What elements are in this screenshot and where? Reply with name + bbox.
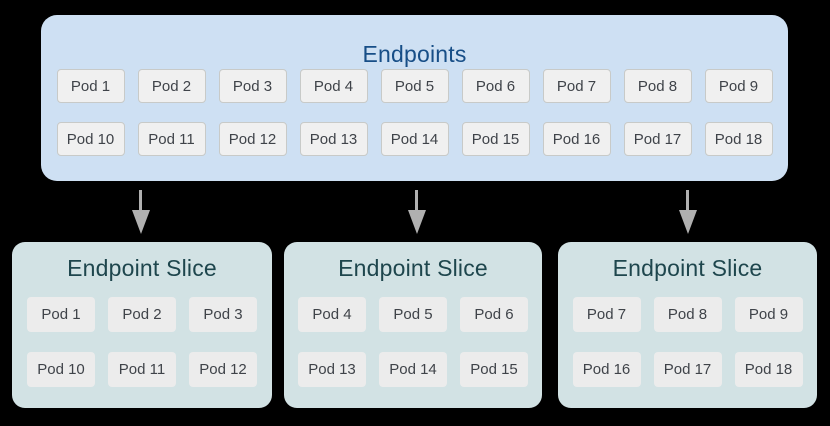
endpoint-slice-title: Endpoint Slice (338, 255, 488, 281)
pod-box: Pod 15 (461, 122, 530, 156)
slice-pod-row-1: Pod 1 Pod 2 Pod 3 (12, 297, 272, 332)
endpoint-slice-title: Endpoint Slice (67, 255, 217, 281)
pod-box: Pod 3 (189, 297, 257, 332)
pod-box: Pod 1 (27, 297, 95, 332)
slice-pod-row-2: Pod 10 Pod 11 Pod 12 (12, 352, 272, 387)
pod-box: Pod 11 (108, 352, 176, 387)
pod-box: Pod 2 (108, 297, 176, 332)
pod-box: Pod 14 (380, 122, 449, 156)
endpoint-slice-box-1: Endpoint Slice Pod 1 Pod 2 Pod 3 Pod 10 … (12, 242, 272, 408)
pod-box: Pod 13 (299, 122, 368, 156)
arrow-shaft (415, 190, 418, 212)
slice-pod-row-1: Pod 4 Pod 5 Pod 6 (284, 297, 542, 332)
pod-box: Pod 14 (379, 352, 447, 387)
pod-box: Pod 8 (623, 69, 692, 103)
endpoints-pod-row-1: Pod 1 Pod 2 Pod 3 Pod 4 Pod 5 Pod 6 Pod … (41, 69, 788, 103)
down-arrow-icon (679, 190, 697, 235)
pod-box: Pod 11 (137, 122, 206, 156)
endpoints-box: Endpoints Pod 1 Pod 2 Pod 3 Pod 4 Pod 5 … (41, 15, 788, 181)
endpoints-pod-row-2: Pod 10 Pod 11 Pod 12 Pod 13 Pod 14 Pod 1… (41, 122, 788, 156)
pod-box: Pod 1 (56, 69, 125, 103)
arrow-head (132, 210, 150, 234)
pod-box: Pod 5 (380, 69, 449, 103)
pod-box: Pod 7 (572, 297, 641, 332)
pod-box: Pod 17 (653, 352, 722, 387)
pod-box: Pod 17 (623, 122, 692, 156)
endpoint-slice-box-3: Endpoint Slice Pod 7 Pod 8 Pod 9 Pod 16 … (558, 242, 817, 408)
arrow-shaft (139, 190, 142, 212)
arrow-head (408, 210, 426, 234)
pod-box: Pod 4 (298, 297, 366, 332)
pod-box: Pod 10 (56, 122, 125, 156)
pod-box: Pod 2 (137, 69, 206, 103)
endpoint-slice-title: Endpoint Slice (612, 255, 763, 281)
pod-box: Pod 5 (379, 297, 447, 332)
pod-box: Pod 15 (460, 352, 528, 387)
pod-box: Pod 6 (460, 297, 528, 332)
pod-box: Pod 3 (218, 69, 287, 103)
arrow-head (679, 210, 697, 234)
pod-box: Pod 8 (653, 297, 722, 332)
slice-pod-row-1: Pod 7 Pod 8 Pod 9 (558, 297, 817, 332)
endpoint-slice-box-2: Endpoint Slice Pod 4 Pod 5 Pod 6 Pod 13 … (284, 242, 542, 408)
pod-box: Pod 13 (298, 352, 366, 387)
pod-box: Pod 18 (704, 122, 773, 156)
endpoints-title: Endpoints (362, 41, 467, 67)
pod-box: Pod 9 (704, 69, 773, 103)
down-arrow-icon (132, 190, 150, 235)
pod-box: Pod 7 (542, 69, 611, 103)
pod-box: Pod 9 (734, 297, 803, 332)
pod-box: Pod 4 (299, 69, 368, 103)
pod-box: Pod 16 (572, 352, 641, 387)
slice-pod-row-2: Pod 13 Pod 14 Pod 15 (284, 352, 542, 387)
pod-box: Pod 6 (461, 69, 530, 103)
pod-box: Pod 16 (542, 122, 611, 156)
arrow-shaft (686, 190, 689, 212)
pod-box: Pod 12 (218, 122, 287, 156)
slice-pod-row-2: Pod 16 Pod 17 Pod 18 (558, 352, 817, 387)
pod-box: Pod 10 (27, 352, 95, 387)
pod-box: Pod 18 (734, 352, 803, 387)
pod-box: Pod 12 (189, 352, 257, 387)
down-arrow-icon (408, 190, 426, 235)
